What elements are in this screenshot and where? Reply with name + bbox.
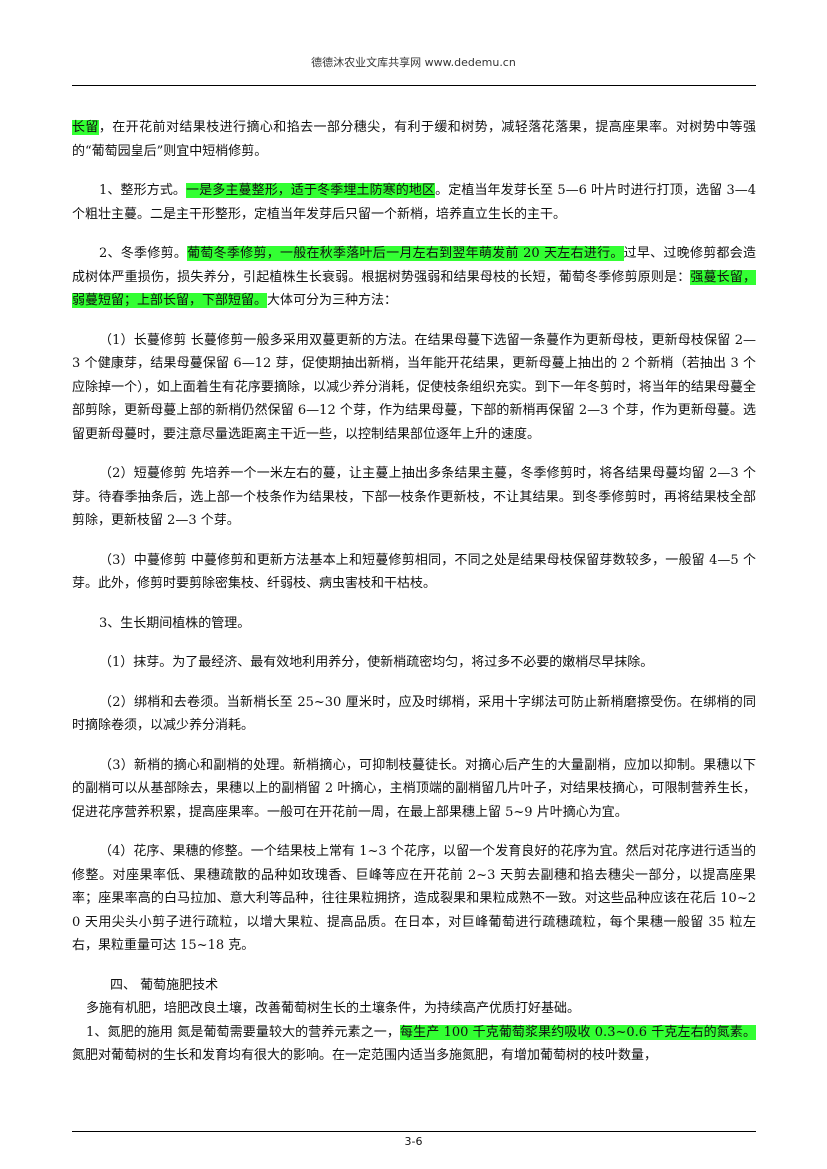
text-run: （1）长蔓修剪 长蔓修剪一般多采用双蔓更新的方法。在结果母蔓下选留一条蔓作为更新… (72, 332, 756, 442)
section-heading: 四、 葡萄施肥技术 (72, 974, 756, 998)
paragraph: （1）长蔓修剪 长蔓修剪一般多采用双蔓更新的方法。在结果母蔓下选留一条蔓作为更新… (72, 329, 756, 447)
document-body: 长留，在开花前对结果枝进行摘心和掐去一部分穗尖，有利于缓和树势，减轻落花落果，提… (72, 116, 756, 1068)
text-run: 1、氮肥的施用 氮是葡萄需要量较大的营养元素之一， (86, 1024, 401, 1040)
text-run: 四、 葡萄施肥技术 (110, 977, 219, 993)
paragraph: 3、生长期间植株的管理。 (72, 612, 756, 636)
text-run: 氮肥对葡萄树的生长和发育均有很大的影响。在一定范围内适当多施氮肥，有增加葡萄树的… (72, 1048, 658, 1063)
highlighted-text: 每生产 100 千克葡萄浆果约吸收 0.3~0.6 千克左右的氮素。 (400, 1024, 756, 1040)
text-run: 。定植当年发芽长至 5—6 叶片时进行打顶，选留 3—4 个粗壮主蔓。二是主干形… (72, 183, 756, 222)
page-header: 德德沐农业文库共享网 www.dedemu.cn (311, 56, 516, 69)
paragraph: （3）中蔓修剪 中蔓修剪和更新方法基本上和短蔓修剪相同，不同之处是结果母枝保留芽… (72, 549, 756, 596)
header-rule (72, 85, 756, 86)
text-run: （2）绑梢和去卷须。当新梢长至 25~30 厘米时，应及时绑梢，采用十字绑法可防… (72, 694, 756, 734)
paragraph: （1）抹芽。为了最经济、最有效地利用养分，使新梢疏密均匀，将过多不必要的嫩梢尽早… (72, 651, 756, 675)
highlighted-text: 长留 (72, 120, 99, 135)
highlighted-text: 一是多主蔓整形，适于冬季埋土防寒的地区 (186, 183, 436, 198)
text-run: 3、生长期间植株的管理。 (99, 615, 251, 631)
paragraph: 1、氮肥的施用 氮是葡萄需要量较大的营养元素之一，每生产 100 千克葡萄浆果约… (72, 1021, 756, 1068)
text-run: 过早、过晚修剪都会造成树体严重损伤，损失养分，引起植株生长衰弱。根据树势强弱和结… (72, 246, 756, 285)
text-run: 2、冬季修剪。 (99, 246, 188, 261)
paragraph: （4）花序、果穗的修整。一个结果枝上常有 1~3 个花序，以留一个发育良好的花序… (72, 840, 756, 958)
paragraph: 多施有机肥，培肥改良土壤，改善葡萄树生长的土壤条件，为持续高产优质打好基础。 (72, 997, 756, 1021)
text-run: （1）抹芽。为了最经济、最有效地利用养分，使新梢疏密均匀，将过多不必要的嫩梢尽早… (99, 655, 654, 670)
paragraph: 2、冬季修剪。葡萄冬季修剪，一般在秋季落叶后一月左右到翌年萌发前 20 天左右进… (72, 242, 756, 313)
text-run: （3）中蔓修剪 中蔓修剪和更新方法基本上和短蔓修剪相同，不同之处是结果母枝保留芽… (72, 552, 756, 592)
text-run: ，在开花前对结果枝进行摘心和掐去一部分穗尖，有利于缓和树势，减轻落花落果，提高座… (72, 120, 756, 159)
footer-rule (72, 1131, 756, 1132)
page-number: 3-6 (404, 1135, 423, 1148)
text-run: 多施有机肥，培肥改良土壤，改善葡萄树生长的土壤条件，为持续高产优质打好基础。 (86, 1001, 581, 1016)
paragraph: 1、整形方式。一是多主蔓整形，适于冬季埋土防寒的地区。定植当年发芽长至 5—6 … (72, 179, 756, 226)
paragraph: （2）绑梢和去卷须。当新梢长至 25~30 厘米时，应及时绑梢，采用十字绑法可防… (72, 691, 756, 738)
text-run: 大体可分为三种方法： (267, 293, 398, 308)
paragraph: （2）短蔓修剪 先培养一个一米左右的蔓，让主蔓上抽出多条结果主蔓，冬季修剪时，将… (72, 462, 756, 533)
text-run: （3）新梢的摘心和副梢的处理。新梢摘心，可抑制枝蔓徒长。对摘心后产生的大量副梢，… (72, 757, 756, 820)
highlighted-text: 葡萄冬季修剪，一般在秋季落叶后一月左右到翌年萌发前 20 天左右进行。 (187, 246, 624, 261)
text-run: 1、整形方式。 (99, 183, 187, 198)
paragraph: （3）新梢的摘心和副梢的处理。新梢摘心，可抑制枝蔓徒长。对摘心后产生的大量副梢，… (72, 754, 756, 825)
text-run: （2）短蔓修剪 先培养一个一米左右的蔓，让主蔓上抽出多条结果主蔓，冬季修剪时，将… (72, 466, 756, 528)
paragraph: 长留，在开花前对结果枝进行摘心和掐去一部分穗尖，有利于缓和树势，减轻落花落果，提… (72, 116, 756, 163)
text-run: （4）花序、果穗的修整。一个结果枝上常有 1~3 个花序，以留一个发育良好的花序… (72, 844, 756, 953)
